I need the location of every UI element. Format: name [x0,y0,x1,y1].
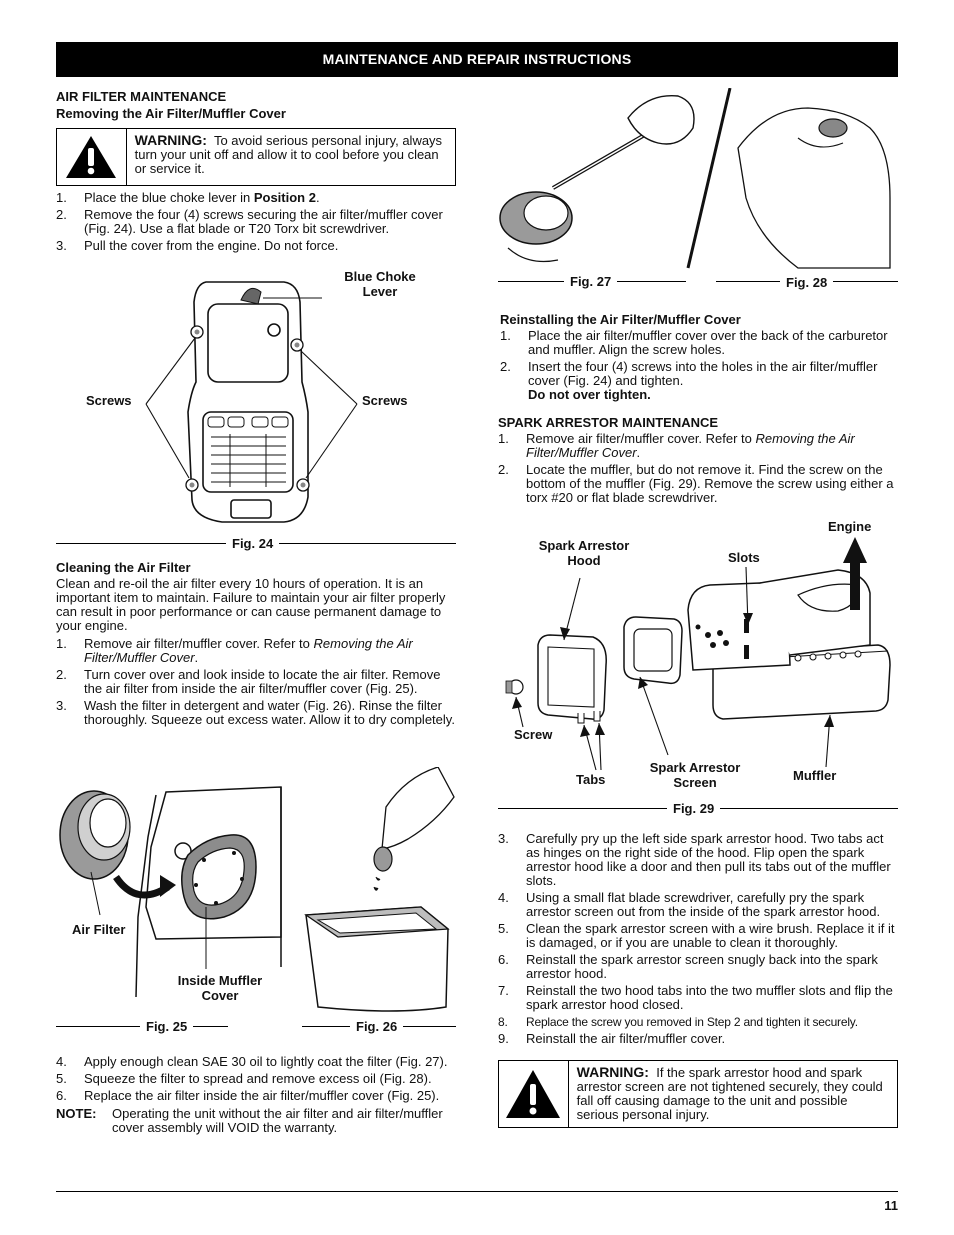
fig-25-caption: Fig. 25 [140,1019,194,1034]
warning-text: To avoid serious personal injury, always… [134,133,443,176]
spark-steps-b: 3.Carefully pry up the left side spark a… [498,832,900,1049]
fig-25-26: Air Filter Inside Muffler Cover [56,766,458,1019]
note-text: Operating the unit without the air filte… [112,1106,443,1135]
screws-label-right: Screws [362,393,408,408]
footer-rule [56,1191,898,1192]
air-filter-label: Air Filter [72,922,126,937]
list-item: 2.Remove the four (4) screws securing th… [56,207,443,236]
list-item: 3.Carefully pry up the left side spark a… [498,831,891,888]
list-item: 7.Reinstall the two hood tabs into the t… [498,983,893,1012]
list-item: 2.Locate the muffler, but do not remove … [498,462,894,505]
tabs-label: Tabs [576,772,606,787]
muffler-label: Muffler [793,768,837,783]
blue-choke-label: Blue Choke Lever [344,269,416,299]
hood-label: Spark Arrestor Hood [538,538,630,568]
cleaning-heading: Cleaning the Air Filter [56,560,191,575]
warning-label: WARNING: [576,1064,649,1080]
removing-steps: 1.Place the blue choke lever in Position… [56,191,461,256]
screen-label: Spark Arrestor Screen [649,760,741,790]
oil-steps: 4.Apply enough clean SAE 30 oil to light… [56,1055,466,1106]
list-item: 3.Wash the filter in detergent and water… [56,698,455,727]
cleaning-steps: 1.Remove air filter/muffler cover. Refer… [56,637,461,730]
list-item: 1.Remove air filter/muffler cover. Refer… [56,636,413,665]
list-item: 6.Reinstall the spark arrestor screen sn… [498,952,878,981]
removing-heading: Removing the Air Filter/Muffler Cover [56,106,286,121]
fig-29-caption: Fig. 29 [667,801,721,816]
page-number: 11 [884,1198,898,1213]
list-item: 4.Using a small flat blade screwdriver, … [498,890,881,919]
spark-arrestor-illustration [505,537,891,771]
fig-29: Spark Arrestor Hood Slots Engine Screw T… [498,515,898,800]
engine-label: Engine [828,519,872,534]
screws-label-left: Screws [86,393,132,408]
screw-label: Screw [514,727,553,742]
reinstall-steps: 1.Place the air filter/muffler cover ove… [500,329,898,405]
spark-arrestor-heading: SPARK ARRESTOR MAINTENANCE [498,415,719,430]
oiling-illustrations [499,87,891,269]
note-label: NOTE: [56,1106,97,1121]
list-item: 1.Remove air filter/muffler cover. Refer… [498,431,855,460]
warning-box-1: WARNING: To avoid serious personal injur… [56,128,456,186]
warning-label: WARNING: [134,132,207,148]
list-item: 2.Insert the four (4) screws into the ho… [500,359,878,402]
list-item: 6.Replace the air filter inside the air … [56,1088,440,1103]
list-item: 1.Place the air filter/muffler cover ove… [500,328,888,357]
fig-24: Blue Choke Lever Screws Screws [56,262,456,552]
reinstall-heading: Reinstalling the Air Filter/Muffler Cove… [500,312,741,327]
list-item: 9.Reinstall the air filter/muffler cover… [498,1031,726,1046]
section-banner: MAINTENANCE AND REPAIR INSTRUCTIONS [56,42,898,77]
air-filter-maintenance-heading: AIR FILTER MAINTENANCE [56,89,227,104]
warning-box-2: WARNING: If the spark arrestor hood and … [498,1060,898,1128]
list-item: 5.Clean the spark arrestor screen with a… [498,921,895,950]
filter-illustrations [59,766,455,1012]
inside-muffler-cover-label: Inside Muffler Cover [177,973,263,1003]
muffler-cover-illustration [145,281,358,523]
warning-icon [499,1061,569,1127]
list-item: 4.Apply enough clean SAE 30 oil to light… [56,1054,448,1069]
list-item: 8.Replace the screw you removed in Step … [498,1015,858,1029]
list-item: 1.Place the blue choke lever in Position… [56,190,320,205]
slots-label: Slots [728,550,760,565]
fig-24-caption: Fig. 24 [226,536,280,551]
list-item: 2.Turn cover over and look inside to loc… [56,667,441,696]
list-item: 3.Pull the cover from the engine. Do not… [56,238,339,253]
fig-26-caption: Fig. 26 [350,1019,404,1034]
fig-28-caption: Fig. 28 [780,275,834,290]
warning-icon [57,129,127,185]
note: NOTE: Operating the unit without the air… [56,1107,461,1135]
spark-steps-a: 1.Remove air filter/muffler cover. Refer… [498,432,898,508]
fig-27-caption: Fig. 27 [564,274,618,289]
list-item: 5.Squeeze the filter to spread and remov… [56,1071,432,1086]
cleaning-intro: Clean and re-oil the air filter every 10… [56,576,446,633]
warning-text: If the spark arrestor hood and spark arr… [576,1065,883,1122]
fig-27-28 [498,87,898,278]
